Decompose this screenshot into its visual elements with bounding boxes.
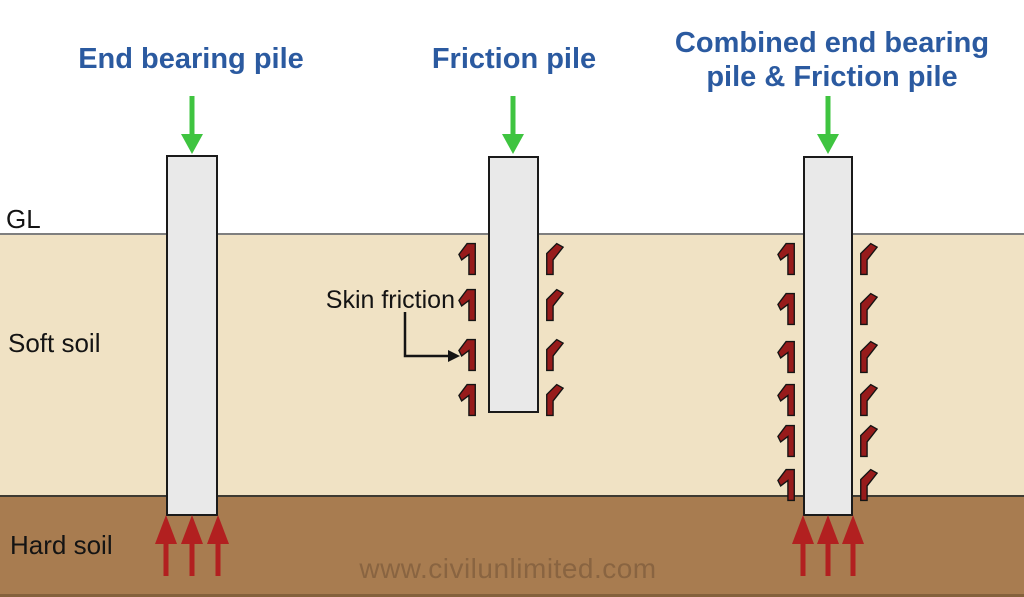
skin-friction-arrow-icon [777,340,795,374]
skin-friction-arrow-icon [458,338,476,372]
skin-friction-arrow-icon [860,383,878,417]
end-bearing-pile [166,155,218,516]
ground-level-label: GL [6,204,41,234]
skin-friction-arrow-icon [546,383,564,417]
load-arrow-down-icon [502,96,524,154]
skin-friction-arrow-icon [860,424,878,458]
skin-friction-arrow-icon [860,340,878,374]
skin-friction-arrow-icon [546,338,564,372]
skin-friction-arrow-icon [777,468,795,502]
load-arrow-down-icon [181,96,203,154]
skin-friction-arrow-icon [546,288,564,322]
end-bearing-arrow-icon [817,515,839,576]
end-bearing-arrow-icon [842,515,864,576]
skin-friction-arrow-icon [860,292,878,326]
skin-friction-arrow-icon [458,242,476,276]
friction-pile-title: Friction pile [431,43,597,75]
skin-friction-arrow-icon [458,288,476,322]
friction-pile [488,156,539,413]
diagram-bottom-edge [0,594,1024,597]
skin-friction-pointer-arrow [403,312,460,362]
skin-friction-arrow-icon [458,383,476,417]
combined-pile [803,156,853,516]
combined-pile-title: Combined end bearing pile & Friction pil… [674,27,990,93]
soft-soil-label: Soft soil [8,328,101,358]
skin-friction-label: Skin friction [325,286,455,314]
skin-friction-arrow-icon [777,292,795,326]
end-bearing-arrow-icon [207,515,229,576]
end-bearing-arrow-icon [792,515,814,576]
skin-friction-arrow-icon [860,242,878,276]
skin-friction-arrow-icon [777,242,795,276]
hard-soil-label: Hard soil [10,530,113,560]
watermark: www.civilunlimited.com [359,553,657,584]
soil-boundary-line [0,495,1024,497]
skin-friction-arrow-icon [777,424,795,458]
skin-friction-arrow-icon [546,242,564,276]
end-bearing-arrow-icon [181,515,203,576]
load-arrow-down-icon [817,96,839,154]
skin-friction-arrow-icon [860,468,878,502]
end-bearing-pile-title: End bearing pile [78,43,304,75]
end-bearing-arrow-icon [155,515,177,576]
skin-friction-arrow-icon [777,383,795,417]
